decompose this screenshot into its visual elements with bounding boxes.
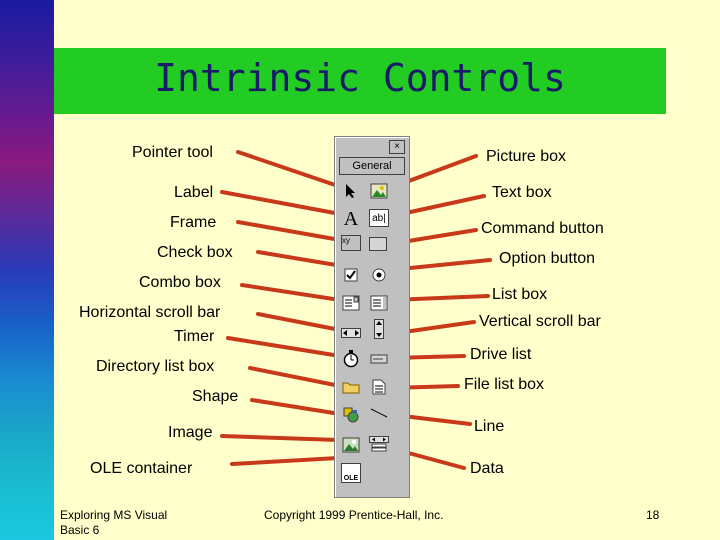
label-file-list-box: File list box xyxy=(464,376,545,393)
tab-general[interactable]: General xyxy=(339,157,405,175)
page-number: 18 xyxy=(646,508,660,522)
shape-icon xyxy=(343,407,359,423)
label-directory-list-box: Directory list box xyxy=(96,358,215,375)
label-pointer-tool: Pointer tool xyxy=(132,144,213,161)
list-box-icon xyxy=(370,295,388,311)
footer-course-line2: Basic 6 xyxy=(60,523,100,537)
textbox-tool-button[interactable]: ab| xyxy=(369,209,389,227)
ole-container-line xyxy=(230,456,340,466)
directory-list-line xyxy=(248,366,342,388)
image-tool[interactable] xyxy=(341,435,361,455)
label-line xyxy=(220,190,342,216)
timer-tool[interactable] xyxy=(341,349,361,369)
ole-tool[interactable]: OLE xyxy=(341,463,361,483)
label-timer: Timer xyxy=(174,328,215,345)
image-icon xyxy=(342,437,360,453)
hscroll-tool[interactable] xyxy=(341,323,361,343)
label-text-box: Text box xyxy=(492,184,552,201)
data-tool[interactable] xyxy=(369,435,389,455)
command-button-tool[interactable] xyxy=(369,237,387,251)
combo-box-line xyxy=(240,283,342,302)
pointer-icon xyxy=(346,184,355,198)
picture-icon xyxy=(370,183,388,199)
frame-line xyxy=(236,220,342,242)
vb-toolbox: × General A ab| xy xyxy=(334,136,410,498)
image-line xyxy=(220,434,340,442)
stopwatch-icon xyxy=(343,350,359,368)
folder-icon xyxy=(342,382,360,394)
label-option-button: Option button xyxy=(499,250,596,267)
side-gradient-stripe xyxy=(0,0,54,540)
picture-box-button[interactable] xyxy=(369,181,389,201)
check-box-line xyxy=(256,250,344,268)
hscroll-icon xyxy=(341,328,361,338)
label-check-box: Check box xyxy=(157,244,233,261)
vscroll-icon xyxy=(374,319,384,339)
slide-title: Intrinsic Controls xyxy=(154,56,566,100)
checkbox-icon xyxy=(344,268,358,282)
footer-course-line1: Exploring MS Visual xyxy=(60,508,168,522)
label-data: Data xyxy=(470,460,504,477)
label-ole-container: OLE container xyxy=(90,460,193,477)
shape-line xyxy=(250,398,342,416)
combo-box-icon xyxy=(342,295,360,311)
label-combo-box: Combo box xyxy=(139,274,221,291)
list-box-tool[interactable] xyxy=(369,293,389,313)
label-image: Image xyxy=(168,424,213,441)
horizontal-scroll-line xyxy=(256,312,342,332)
directory-list-tool[interactable] xyxy=(341,377,361,397)
frame-tool-button[interactable]: xy xyxy=(341,235,361,251)
vscroll-tool[interactable] xyxy=(369,319,389,339)
drive-icon xyxy=(370,354,388,364)
close-icon[interactable]: × xyxy=(389,140,405,154)
shape-tool[interactable] xyxy=(341,405,361,425)
title-bar xyxy=(54,48,666,114)
label-tool-button[interactable]: A xyxy=(343,207,359,230)
pointer-tool-button[interactable] xyxy=(341,181,361,201)
label-label: Label xyxy=(174,184,214,201)
label-shape: Shape xyxy=(192,388,239,405)
drive-list-tool[interactable] xyxy=(369,349,389,369)
line-tool[interactable] xyxy=(369,405,389,425)
label-list-box: List box xyxy=(492,286,548,303)
footer-copyright: Copyright 1999 Prentice-Hall, Inc. xyxy=(264,508,444,522)
timer-line xyxy=(226,336,342,358)
label-horizontal-scroll-bar: Horizontal scroll bar xyxy=(79,304,221,321)
file-list-tool[interactable] xyxy=(369,377,389,397)
option-button-tool[interactable] xyxy=(369,265,389,285)
label-picture-box: Picture box xyxy=(486,148,567,165)
checkbox-tool-button[interactable] xyxy=(341,265,361,285)
radio-icon xyxy=(372,268,386,282)
data-icon xyxy=(369,436,389,452)
label-frame: Frame xyxy=(170,214,217,231)
label-command-button: Command button xyxy=(481,220,604,237)
line-icon xyxy=(370,408,388,418)
file-icon xyxy=(372,379,386,395)
pointer-tool-line xyxy=(236,150,340,188)
label-drive-list: Drive list xyxy=(470,346,532,363)
label-vertical-scroll-bar: Vertical scroll bar xyxy=(479,313,601,330)
combo-box-tool[interactable] xyxy=(341,293,361,313)
label-line: Line xyxy=(474,418,505,435)
